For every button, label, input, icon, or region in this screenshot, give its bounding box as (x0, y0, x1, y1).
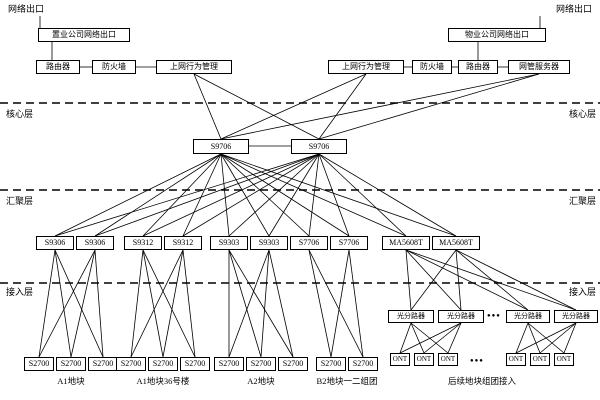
optical-splitter-box: 光分路器 (554, 310, 598, 323)
access-switch-box: S2700 (116, 357, 146, 371)
agg-switch-box: S9312 (124, 236, 162, 250)
access-switch-box: S2700 (88, 357, 118, 371)
splitter-ellipsis: ●●● (487, 313, 501, 319)
access-switch-box: S2700 (148, 357, 178, 371)
firewall-right-box: 防火墙 (412, 60, 452, 74)
agg-olt-box: MA5608T (382, 236, 430, 250)
ont-box: ONT (506, 353, 526, 366)
area-label-a2: A2地块 (247, 376, 275, 386)
agg-switch-box: S9303 (250, 236, 288, 250)
access-switch-box: S2700 (24, 357, 54, 371)
net-exit-label-right: 网络出口 (555, 4, 592, 14)
agg-layer-label-left: 汇聚层 (6, 196, 34, 206)
access-switch-box: S2700 (214, 357, 244, 371)
ont-box: ONT (414, 353, 434, 366)
access-switch-box: S2700 (180, 357, 210, 371)
behavior-mgmt-right-box: 上网行为管理 (328, 60, 404, 74)
access-switch-box: S2700 (56, 357, 86, 371)
router-right-box: 路由器 (458, 60, 498, 74)
net-exit-label-left: 网络出口 (8, 4, 45, 14)
behavior-mgmt-left-box: 上网行为管理 (156, 60, 232, 74)
area-label-a1-36: A1地块36号楼 (136, 376, 190, 386)
optical-splitter-box: 光分路器 (438, 310, 484, 323)
area-label-a1: A1地块 (57, 376, 85, 386)
agg-switch-box: S9312 (164, 236, 202, 250)
optical-splitter-box: 光分路器 (506, 310, 550, 323)
agg-switch-box: S7706 (290, 236, 328, 250)
agg-switch-box: S7706 (330, 236, 368, 250)
access-layer-label-right: 接入层 (568, 287, 596, 297)
router-left-box: 路由器 (36, 60, 80, 74)
ont-ellipsis: ●●● (470, 358, 484, 364)
agg-switch-box: S9306 (76, 236, 114, 250)
core-switch-2-box: S9706 (291, 139, 347, 154)
ont-box: ONT (554, 353, 574, 366)
agg-olt-box: MA5608T (432, 236, 480, 250)
access-layer-label-left: 接入层 (6, 287, 34, 297)
agg-layer-label-right: 汇聚层 (568, 196, 596, 206)
access-switch-box: S2700 (316, 357, 346, 371)
ont-box: ONT (390, 353, 410, 366)
area-label-b2: B2地块一二组团 (316, 376, 378, 386)
ont-box: ONT (438, 353, 458, 366)
access-switch-box: S2700 (348, 357, 378, 371)
core-switch-1-box: S9706 (193, 139, 249, 154)
firewall-left-box: 防火墙 (92, 60, 136, 74)
optical-splitter-box: 光分路器 (388, 310, 434, 323)
access-switch-box: S2700 (278, 357, 308, 371)
zhiye-exit-box: 置业公司网络出口 (38, 28, 130, 42)
area-label-future: 后续地块组团接入 (447, 376, 516, 386)
agg-switch-box: S9303 (210, 236, 248, 250)
core-layer-label-right: 核心层 (568, 109, 596, 119)
ont-box: ONT (530, 353, 550, 366)
wuye-exit-box: 物业公司网络出口 (448, 28, 546, 42)
nms-server-box: 网管服务器 (508, 60, 570, 74)
agg-switch-box: S9306 (36, 236, 74, 250)
access-switch-box: S2700 (246, 357, 276, 371)
core-layer-label-left: 核心层 (6, 109, 34, 119)
